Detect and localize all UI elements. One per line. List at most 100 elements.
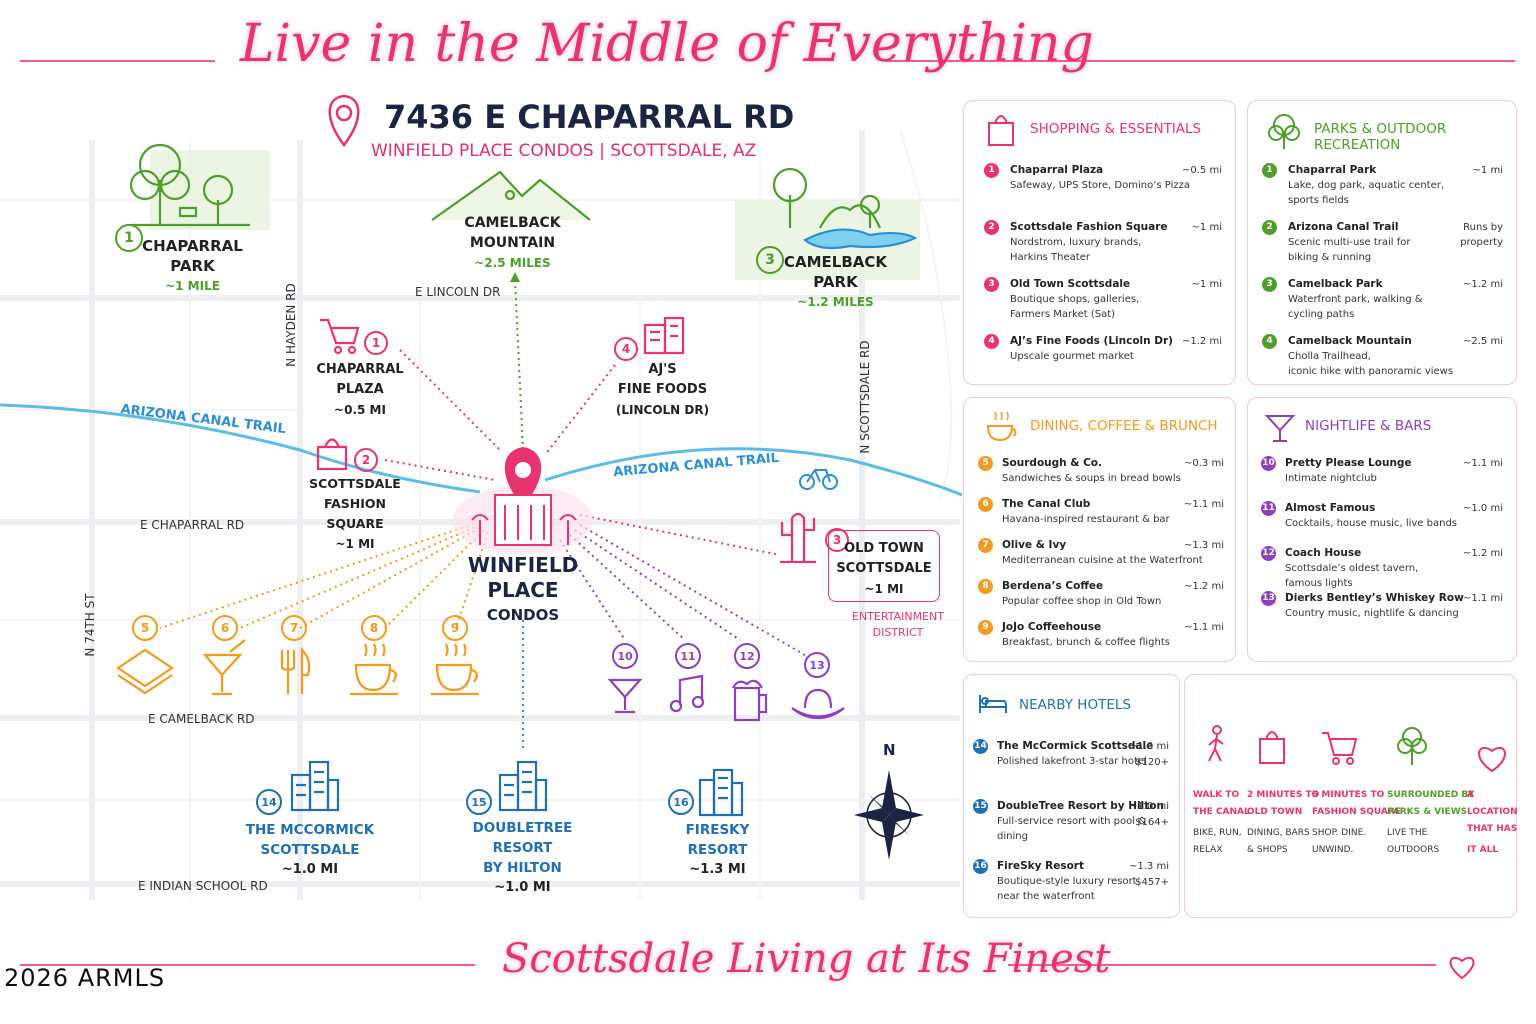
- item-description: Popular coffee shop in Old Town: [1002, 596, 1162, 607]
- old-town-dist: ~1 MI: [864, 582, 904, 596]
- hotel-14-name1: THE MCCORMICK: [245, 822, 375, 838]
- street-scottsdale: N SCOTTSDALE RD: [858, 340, 872, 454]
- item-distance: ~1.3 mi: [1129, 861, 1169, 872]
- copyright-watermark: 2026 ARMLS: [4, 964, 166, 992]
- chaparral-plaza-name1: CHAPARRAL: [316, 362, 404, 377]
- hotel-16-name2: RESORT: [687, 842, 748, 858]
- feature-detail: SHOP. DINE.: [1312, 828, 1367, 838]
- hotel-badge-15: 15: [466, 789, 492, 815]
- hotel-label-16: FIRESKY RESORT ~1.3 MI: [670, 820, 765, 880]
- ajs-name1: AJ'S: [648, 362, 677, 377]
- item-name: Camelback Park: [1288, 278, 1383, 290]
- item-description: famous lights: [1285, 578, 1353, 589]
- item-number-badge: 9: [978, 620, 993, 635]
- ajs-name2: FINE FOODS: [617, 382, 708, 397]
- item-description: Scenic multi-use trail for: [1288, 237, 1411, 248]
- chaparral-plaza-dist: ~0.5 MI: [334, 403, 386, 417]
- minor-streets: [0, 129, 960, 900]
- item-distance: ~0.3 mi: [1184, 458, 1224, 469]
- item-description: Nordstrom, luxury brands,: [1010, 237, 1142, 248]
- camelback-park-dist: ~1.2 MILES: [797, 295, 874, 309]
- item-number-badge: 2: [1262, 220, 1277, 235]
- feature-title: 5 MINUTES TO: [1312, 790, 1385, 800]
- ajs-badge: 4: [614, 337, 638, 361]
- item-number-badge: 16: [973, 859, 988, 874]
- fashion-square-name2: FASHION SQUARE: [324, 496, 386, 531]
- feature-title: THAT HAS: [1467, 824, 1518, 834]
- item-name: Scottsdale Fashion Square: [1010, 221, 1168, 233]
- item-name: Arizona Canal Trail: [1288, 221, 1399, 233]
- martini-glass-icon: [1264, 415, 1296, 442]
- hotel-15-name1: DOUBLETREE RESORT: [472, 820, 573, 856]
- feature-title: WALK TO: [1193, 790, 1240, 800]
- feature-detail: & SHOPS: [1247, 845, 1288, 855]
- dining-title: DINING, COFFEE & BRUNCH: [1030, 418, 1218, 434]
- footer-rule-right: [1008, 964, 1436, 966]
- item-number-badge: 11: [1261, 501, 1276, 516]
- fashion-square-label: SCOTTSDALE FASHION SQUARE ~1 MI: [294, 474, 416, 554]
- nightlife-badge-12: 12: [734, 643, 760, 669]
- item-distance: ~1.2 mi: [1184, 581, 1224, 592]
- feature-detail: RELAX: [1193, 845, 1223, 855]
- item-price: $120+: [1135, 757, 1169, 768]
- item-distance: ~1 mi: [1191, 222, 1222, 233]
- hotel-14-name2: SCOTTSDALE: [260, 842, 360, 858]
- street-indian-school: E INDIAN SCHOOL RD: [138, 879, 268, 893]
- item-description: Scottsdale’s oldest tavern,: [1285, 563, 1419, 574]
- item-number-badge: 1: [984, 163, 999, 178]
- hotel-14-dist: ~1.0 MI: [281, 862, 339, 877]
- item-description: Cocktails, house music, live bands: [1285, 518, 1457, 529]
- hotel-badge-14: 14: [256, 789, 282, 815]
- item-number-badge: 4: [984, 334, 999, 349]
- item-description: Lake, dog park, aquatic center,: [1288, 180, 1445, 191]
- feature-title: 2 MINUTES TO: [1247, 790, 1320, 800]
- item-distance: ~1.3 mi: [1184, 540, 1224, 551]
- street-hayden: N HAYDEN RD: [284, 283, 298, 367]
- shopping-title: SHOPPING & ESSENTIALS: [1030, 121, 1202, 137]
- dining-card: DINING, COFFEE & BRUNCH 5 Sourdough & Co.…: [963, 397, 1236, 662]
- item-number-badge: 5: [978, 456, 993, 471]
- feature-detail: BIKE, RUN,: [1193, 828, 1242, 838]
- street-74th: N 74TH ST: [83, 593, 97, 657]
- item-description: Upscale gourmet market: [1010, 351, 1134, 362]
- ajs-name3: (LINCOLN DR): [615, 403, 710, 417]
- item-number-badge: 14: [973, 739, 988, 754]
- footer-heart-icon: [1449, 956, 1475, 980]
- hotels-card: NEARBY HOTELS 14 The McCormick Scottsdale…: [963, 674, 1180, 918]
- beer-map-icon: [732, 679, 768, 722]
- camelback-park-label: CAMELBACK PARK ~1.2 MILES: [783, 252, 888, 312]
- header-rule-left: [20, 60, 215, 62]
- item-number-badge: 1: [1262, 163, 1277, 178]
- hotel-map-icon-16: [698, 768, 744, 817]
- chaparral-plaza-name2: PLAZA: [336, 382, 384, 397]
- parks-title: PARKS & OUTDOOR RECREATION: [1314, 121, 1447, 153]
- item-distance: ~1.1 mi: [1463, 593, 1503, 604]
- entertainment-tag1: ENTERTAINMENT: [852, 610, 944, 623]
- item-name: Sourdough & Co.: [1002, 457, 1103, 469]
- hotel-map-icon-14: [290, 760, 340, 812]
- winfield-building-icon: [453, 446, 593, 555]
- item-name: Almost Famous: [1285, 502, 1376, 514]
- hotels-title: NEARBY HOTELS: [1019, 697, 1131, 713]
- item-name: The McCormick Scottsdale: [997, 740, 1154, 752]
- item-distance: ~1.1 mi: [1184, 499, 1224, 510]
- cactus-map-icon: [780, 512, 816, 564]
- header-rule-right: [885, 60, 1515, 62]
- chaparral-park-name1: CHAPARRAL: [142, 237, 243, 255]
- footer-tagline: Scottsdale Living at Its Finest: [502, 936, 1111, 982]
- item-number-badge: 3: [1262, 277, 1277, 292]
- feature-detail: UNWIND.: [1312, 845, 1354, 855]
- feature-title: A LOCATION: [1467, 790, 1518, 817]
- item-distance: ~1.2 mi: [1463, 548, 1503, 559]
- footer-rule-left: [20, 964, 475, 966]
